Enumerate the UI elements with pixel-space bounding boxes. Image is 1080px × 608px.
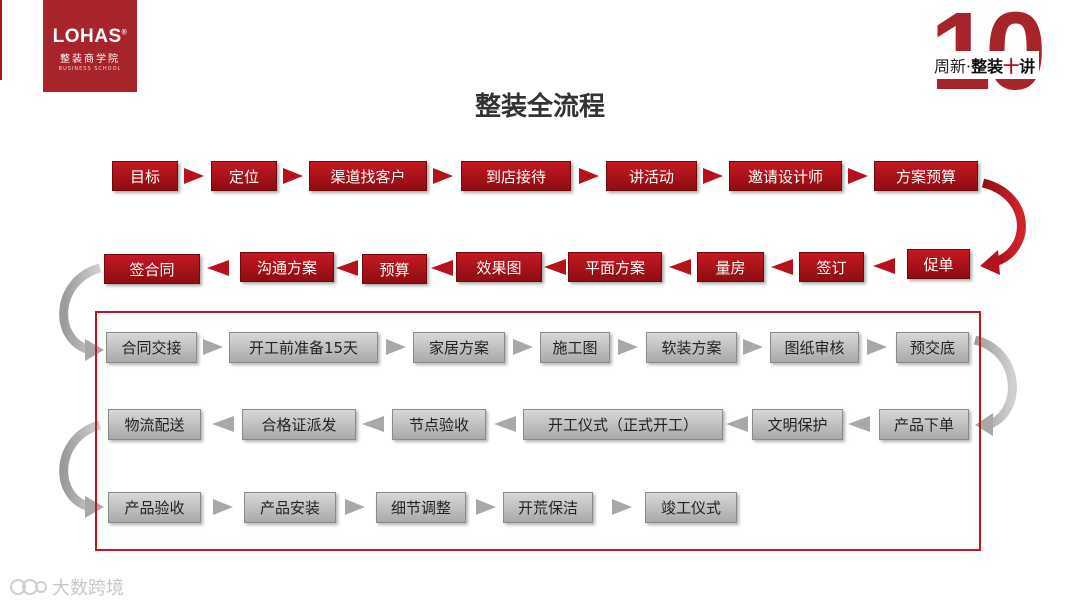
series-badge: 10 周新·整装十讲	[930, 0, 1050, 112]
arrow-right-icon	[283, 168, 303, 184]
lohas-logo: LOHAS® 整装商学院 BUSINESS SCHOOL	[43, 0, 137, 92]
step-contract-handover: 合同交接	[106, 332, 197, 363]
step-preparation-15-days: 开工前准备15天	[229, 332, 378, 363]
step-logistics-delivery: 物流配送	[108, 409, 201, 440]
watermark-text: 大数跨境	[52, 578, 124, 599]
step-node-inspection: 节点验收	[392, 409, 486, 440]
step-promotion: 讲活动	[606, 161, 697, 191]
step-invite-designer: 邀请设计师	[729, 161, 842, 191]
arrow-right-icon	[703, 168, 723, 184]
step-detail-adjustment: 细节调整	[376, 492, 466, 523]
step-certificate-issue: 合格证派发	[242, 409, 356, 440]
arrow-right-icon	[433, 168, 453, 184]
arrow-left-icon	[431, 260, 453, 276]
step-positioning: 定位	[211, 161, 277, 191]
step-drawing-review: 图纸审核	[770, 332, 859, 363]
series-bold: 整装	[971, 57, 1004, 76]
step-pre-briefing: 预交底	[896, 332, 969, 363]
arrow-right-icon	[743, 339, 763, 355]
curve-row4-row5	[59, 420, 102, 512]
series-prefix: 周新·	[934, 57, 972, 76]
series-title: 周新·整装十讲	[930, 51, 1040, 79]
step-product-acceptance: 产品验收	[108, 492, 201, 523]
arrow-left-icon	[726, 416, 748, 432]
logo-brand: LOHAS	[52, 26, 122, 47]
step-sign-order: 签订	[799, 252, 864, 282]
arrow-right-icon	[213, 499, 233, 515]
arrow-right-icon	[184, 168, 204, 184]
arrow-left-icon	[848, 416, 870, 432]
step-site-protection: 文明保护	[752, 409, 843, 440]
step-construction-drawing: 施工图	[540, 332, 610, 363]
logo-registered: ®	[121, 29, 128, 37]
arrow-right-icon	[203, 339, 223, 355]
curve-row1-row2-head	[980, 250, 1000, 275]
step-close-deal: 促单	[907, 249, 970, 279]
step-store-reception: 到店接待	[461, 161, 571, 191]
curve-row1-row2	[981, 178, 1026, 267]
step-groundbreaking-ceremony: 开工仪式（正式开工）	[523, 409, 723, 440]
step-completion-ceremony: 竣工仪式	[645, 492, 737, 523]
arrow-left-icon	[336, 260, 358, 276]
curve-row4-row5-head	[85, 496, 104, 518]
step-product-order: 产品下单	[879, 409, 969, 440]
arrow-left-icon	[669, 259, 691, 275]
curve-row3-row4-head	[975, 413, 993, 436]
step-floor-plan: 平面方案	[568, 252, 662, 282]
step-measure-house: 量房	[697, 252, 764, 282]
arrow-left-icon	[494, 416, 516, 432]
left-accent-bar	[0, 0, 2, 80]
curve-row2-row3	[59, 263, 102, 355]
arrow-right-icon	[386, 339, 406, 355]
step-find-customers: 渠道找客户	[309, 161, 427, 191]
step-target: 目标	[112, 161, 178, 191]
watermark-logo-icon	[10, 579, 47, 595]
series-ten: 十	[1003, 57, 1020, 76]
arrow-left-icon	[207, 260, 229, 276]
arrow-right-icon	[513, 339, 533, 355]
step-soft-decoration: 软装方案	[646, 332, 737, 363]
step-product-installation: 产品安装	[244, 492, 336, 523]
step-communicate-plan: 沟通方案	[240, 252, 334, 282]
arrow-right-icon	[618, 339, 638, 355]
construction-phase-frame	[95, 311, 981, 551]
arrow-left-icon	[544, 259, 566, 275]
step-initial-cleaning: 开荒保洁	[503, 492, 593, 523]
arrow-left-icon	[873, 258, 895, 274]
arrow-right-icon	[848, 168, 868, 184]
watermark: 大数跨境	[8, 574, 124, 600]
arrow-left-icon	[771, 259, 793, 275]
step-rendering: 效果图	[456, 252, 542, 282]
series-suffix: 讲	[1019, 57, 1036, 76]
step-budget: 预算	[362, 254, 427, 284]
arrow-right-icon	[345, 499, 365, 515]
step-sign-contract: 签合同	[104, 254, 200, 284]
arrow-left-icon	[362, 416, 384, 432]
page-title: 整装全流程	[474, 92, 605, 122]
arrow-right-icon	[612, 499, 632, 515]
arrow-right-icon	[579, 168, 599, 184]
arrow-left-icon	[212, 416, 234, 432]
curve-row3-row4	[973, 335, 1017, 429]
logo-tagline: BUSINESS SCHOOL	[58, 66, 122, 72]
step-home-plan: 家居方案	[413, 332, 505, 363]
curve-row2-row3-head	[85, 339, 104, 361]
arrow-right-icon	[476, 499, 496, 515]
arrow-right-icon	[867, 339, 887, 355]
logo-subtitle: 整装商学院	[60, 54, 120, 65]
step-plan-budget: 方案预算	[874, 161, 978, 191]
